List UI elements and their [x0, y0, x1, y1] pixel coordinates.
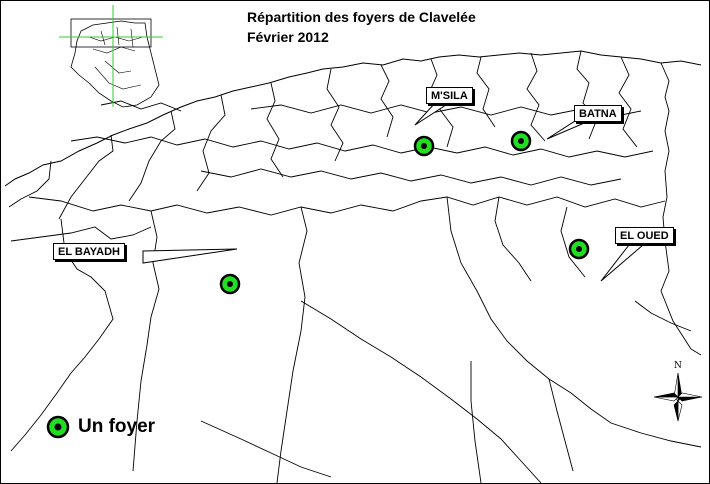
border-lines: [8, 50, 702, 483]
label-msila: M'SILA: [426, 87, 473, 104]
foyer-marker-icon-el-bayadh: [219, 273, 241, 295]
legend-label: Un foyer: [78, 416, 156, 437]
legend-marker-icon: [46, 415, 70, 439]
foyer-marker-icon-batna: [510, 130, 532, 152]
label-el-bayadh: EL BAYADH: [53, 243, 125, 260]
callout-pointers: [142, 102, 645, 282]
foyer-marker-icon-msila: [413, 135, 435, 157]
foyer-marker-icon-el-oued: [568, 238, 590, 260]
map-subtitle: Février 2012: [247, 29, 329, 45]
coastline: [4, 50, 702, 187]
north-arrow-icon: [653, 372, 703, 422]
north-letter: N: [674, 361, 682, 371]
label-el-oued: EL OUED: [615, 227, 674, 244]
map-title: Répartition des foyers de Clavelée: [247, 9, 476, 25]
algeria-locator-map-icon: [59, 5, 163, 108]
label-batna: BATNA: [574, 105, 622, 122]
